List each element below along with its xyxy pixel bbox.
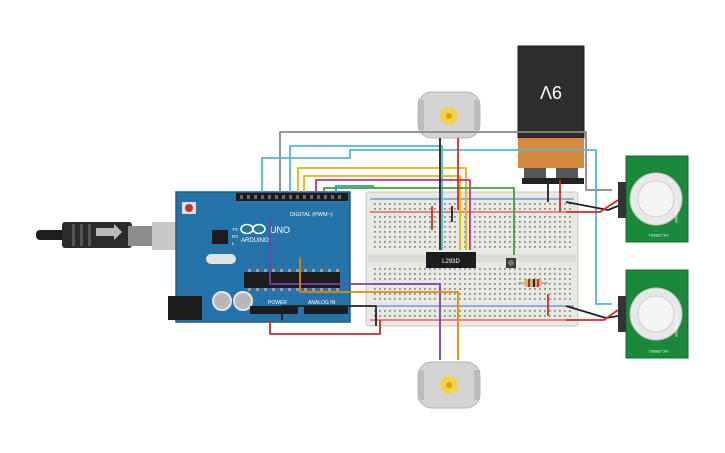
battery-terminal-positive — [556, 168, 578, 178]
pir-bottom-side-label: PIR Sensor — [674, 314, 679, 338]
arduino-logo-icon — [240, 223, 266, 235]
wire-yellow-2 — [303, 175, 461, 250]
atmega-chip — [244, 272, 340, 288]
pir-bottom-model-label: HC-SR501 — [648, 349, 668, 354]
driver-chip-label: L293D — [442, 259, 460, 265]
usb-cable — [36, 222, 182, 250]
power-header-label: POWER — [268, 300, 287, 306]
wire-pir-top-vcc — [566, 199, 619, 213]
push-button[interactable] — [506, 258, 516, 268]
reset-button-cap — [185, 204, 193, 212]
pir-sensor-top[interactable]: PIR Sensor HC-SR501 — [618, 155, 689, 243]
l293d-driver-chip[interactable]: L293D — [426, 252, 476, 268]
wire-magenta — [315, 179, 471, 250]
pir-sensor-bottom[interactable]: PIR Sensor HC-SR501 — [618, 269, 689, 359]
analog-header — [304, 306, 348, 314]
wire-pir-top-gnd — [565, 201, 619, 211]
dc-motor-top[interactable] — [417, 91, 481, 139]
wire-orange — [299, 258, 459, 360]
pir-top-side-label: PIR Sensor — [674, 200, 679, 224]
pir-top-model-label: HC-SR501 — [648, 233, 668, 238]
wire-red-5v — [269, 320, 381, 335]
wire-teal — [335, 185, 374, 192]
wire-gray — [279, 131, 612, 192]
power-jack — [168, 296, 202, 320]
rx-label: RX — [232, 234, 238, 239]
dc-motor-bottom[interactable] — [417, 361, 481, 409]
wire-cyan-2 — [289, 145, 443, 250]
digital-header-label: DIGITAL (PWM~) — [290, 212, 333, 218]
tx-label: TX — [232, 227, 238, 232]
wire-pir-bottom-vcc — [566, 309, 619, 321]
resistor — [518, 279, 548, 287]
l-led-label: L — [232, 241, 235, 246]
battery-9v[interactable]: 9V — [517, 45, 585, 184]
arduino-uno-board[interactable]: DIGITAL (PWM~) ARDUINO UNO TX RX L — [168, 191, 351, 323]
wire-green — [323, 187, 515, 255]
battery-label: 9V — [540, 82, 562, 102]
wires — [261, 131, 619, 360]
wire-purple — [269, 220, 441, 360]
arduino-model-label: UNO — [270, 225, 290, 235]
wire-black-gnd — [281, 305, 377, 326]
wire-cyan — [261, 149, 612, 305]
wire-yellow — [297, 167, 467, 250]
battery-terminal-negative — [524, 168, 546, 178]
arduino-brand-label: ARDUINO — [241, 238, 269, 244]
analog-header-label: ANALOG IN — [308, 300, 336, 306]
power-header — [250, 306, 298, 314]
